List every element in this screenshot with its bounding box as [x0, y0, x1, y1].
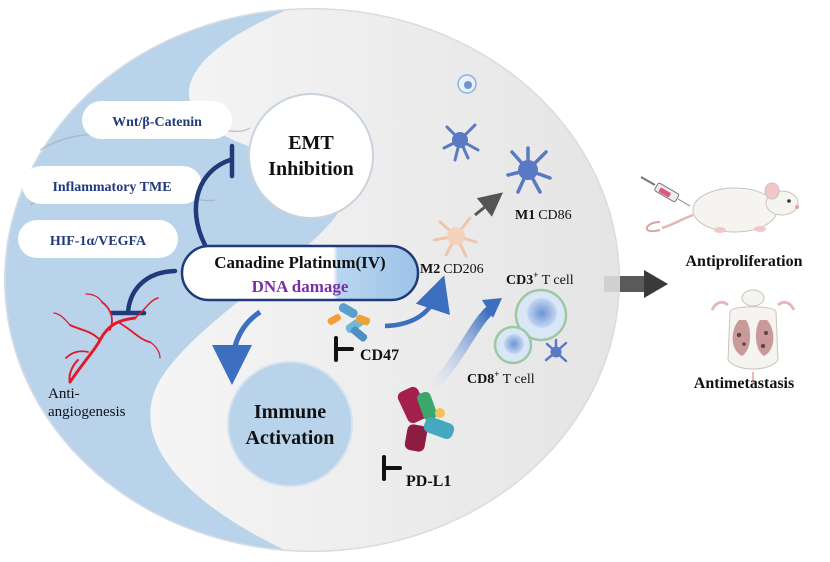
m2-bold: M2: [420, 262, 440, 277]
small-cell-icon: [457, 74, 477, 94]
cd47-label: CD47: [360, 347, 399, 364]
antiproliferation-label: Antiproliferation: [685, 253, 802, 270]
m1-macrophage-icon: [506, 146, 552, 194]
cd3-base: CD3: [506, 273, 533, 288]
emt-line1: EMT: [288, 132, 334, 154]
pdl1-inhibition-symbol: [382, 455, 402, 481]
t-cell-small: [493, 325, 533, 365]
anti-angiogenesis-line1: Anti-: [48, 386, 80, 402]
lung-mouse-icon: [710, 289, 796, 384]
emt-line2: Inhibition: [268, 158, 354, 180]
immune-activation-arrow: [212, 309, 262, 385]
pdl1-to-tcell-arrowhead: [482, 298, 502, 318]
pdl1-label: PD-L1: [406, 473, 451, 490]
anti-angiogenesis-line2: angiogenesis: [48, 404, 126, 420]
canadine-platinum-label: Canadine Platinum(IV) DNA damage: [180, 244, 420, 302]
immune-line1: Immune: [254, 401, 326, 423]
mouse-icon: [645, 182, 799, 233]
blood-vessel-icon: [53, 293, 161, 384]
m2-to-m1-arrow: [474, 192, 503, 217]
pathway-hif-label: HIF-1α/VEGFA: [50, 234, 147, 249]
t-cell-large: [514, 288, 568, 342]
cd8-sup: +: [494, 369, 499, 379]
pdl1-antibody-icon: [397, 386, 455, 452]
immune-line2: Activation: [246, 427, 335, 449]
immune-activation-node: Immune Activation: [227, 361, 353, 487]
outcome-arrow: [604, 270, 668, 298]
cd3-label: CD3+ T cell: [506, 270, 574, 288]
emt-inhibition-node: EMT Inhibition: [248, 93, 374, 219]
m2-marker: CD206: [443, 262, 483, 277]
cd8-base: CD8: [467, 372, 494, 387]
compound-name: Canadine Platinum(IV): [214, 253, 385, 272]
cd3-suffix: T cell: [538, 273, 573, 288]
pathway-inflammatory-label: Inflammatory TME: [52, 180, 171, 195]
m2-macrophage-icon: [432, 216, 478, 258]
pathway-hif: HIF-1α/VEGFA: [18, 220, 178, 258]
cd47-to-m2-arrow: [384, 275, 450, 329]
pdl1-to-tcell-arrow: [415, 307, 493, 405]
cd47-inhibition-symbol: [334, 336, 354, 362]
cd8-label: CD8+ T cell: [467, 369, 535, 387]
pathway-inflammatory: Inflammatory TME: [22, 166, 202, 204]
pathway-wnt-label: Wnt/β-Catenin: [112, 115, 202, 130]
antimetastasis-label: Antimetastasis: [694, 375, 794, 392]
emt-inhibition-arrow: [193, 143, 235, 248]
m1-marker: CD86: [538, 208, 571, 223]
pathway-wnt: Wnt/β-Catenin: [82, 101, 232, 139]
cd8-suffix: T cell: [499, 372, 534, 387]
dna-damage-text: DNA damage: [252, 277, 349, 296]
macrophage-icon: [442, 123, 480, 162]
angiogenesis-inhibition-arrow: [109, 268, 178, 316]
m1-bold: M1: [515, 208, 535, 223]
syringe-icon: [640, 176, 691, 207]
cd47-antibody-icon: [327, 303, 371, 342]
dendritic-cell-icon: [544, 338, 568, 363]
cd3-sup: +: [533, 270, 538, 280]
